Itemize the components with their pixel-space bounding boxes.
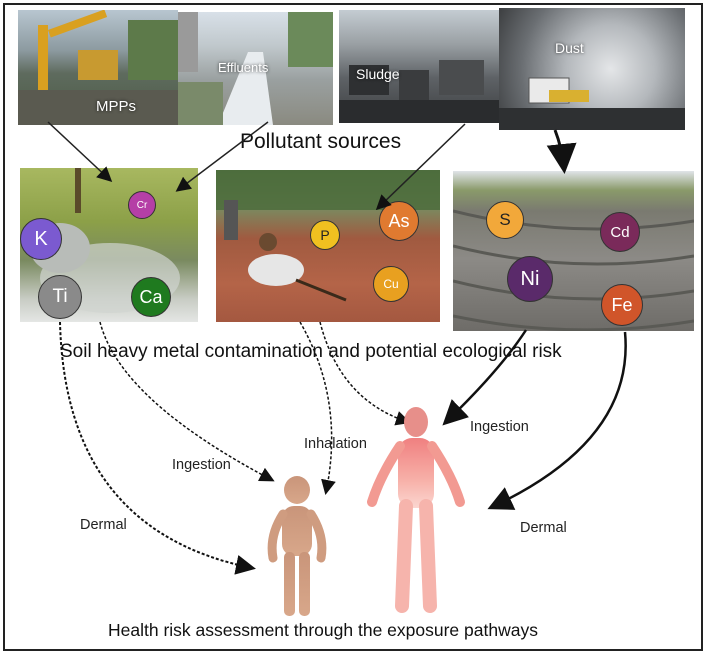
adult-figure: [367, 407, 465, 613]
metal-ti-label: Ti: [52, 286, 68, 307]
soil-contamination-heading: Soil heavy metal contamination and poten…: [60, 341, 562, 362]
health-risk-heading: Health risk assessment through the expos…: [108, 620, 538, 640]
dust-drill-graphic: [499, 77, 685, 130]
exposure-arrows: [59, 321, 627, 575]
effluents-label: Effluents: [218, 60, 269, 75]
metal-s-circle: S: [486, 201, 524, 239]
dust-label: Dust: [555, 40, 584, 56]
metal-fe-label: Fe: [611, 294, 633, 315]
metal-cu-label: Cu: [383, 277, 399, 291]
metal-cr-label: Cr: [136, 199, 148, 211]
sludge-debris-graphic: [339, 60, 499, 123]
metal-ca-label: Ca: [139, 286, 163, 307]
effluents-stream-graphic: [178, 12, 333, 125]
dermal-child-label: Dermal: [80, 517, 127, 533]
mpps-photo: MPPs: [18, 10, 178, 125]
metal-s-label: S: [499, 210, 511, 229]
soil-tilled-graphic: [453, 209, 694, 331]
dust-photo: Dust: [499, 8, 685, 130]
mpps-machinery-graphic: [18, 10, 178, 125]
metal-as-label: As: [388, 210, 410, 231]
metal-ti-circle: Ti: [38, 275, 82, 319]
figure-frame: [3, 3, 703, 651]
sludge-photo: Sludge: [339, 10, 499, 123]
metal-ca-circle: Ca: [131, 277, 171, 317]
metal-cr-circle: Cr: [128, 191, 156, 219]
metal-cd-label: Cd: [610, 223, 630, 241]
metal-k-circle: K: [20, 218, 62, 260]
soil-photo-tilled: [453, 171, 694, 331]
metal-ni-label: Ni: [520, 267, 540, 290]
sludge-label: Sludge: [356, 66, 400, 82]
pollutant-sources-heading: Pollutant sources: [240, 130, 402, 153]
metal-fe-circle: Fe: [601, 284, 643, 326]
child-figure: [267, 476, 327, 616]
metal-ni-circle: Ni: [507, 256, 553, 302]
ingestion-adult-label: Ingestion: [470, 419, 529, 435]
metal-p-circle: P: [310, 220, 340, 250]
source-arrows: [47, 121, 577, 211]
metal-cu-circle: Cu: [373, 266, 409, 302]
metal-p-label: P: [320, 227, 330, 243]
mpps-label: MPPs: [96, 98, 137, 115]
metal-k-label: K: [34, 227, 48, 250]
effluents-photo: Effluents: [178, 12, 333, 125]
dermal-adult-label: Dermal: [520, 520, 567, 536]
inhalation-label: Inhalation: [304, 436, 367, 452]
ingestion-child-label: Ingestion: [172, 457, 231, 473]
metal-cd-circle: Cd: [600, 212, 640, 252]
